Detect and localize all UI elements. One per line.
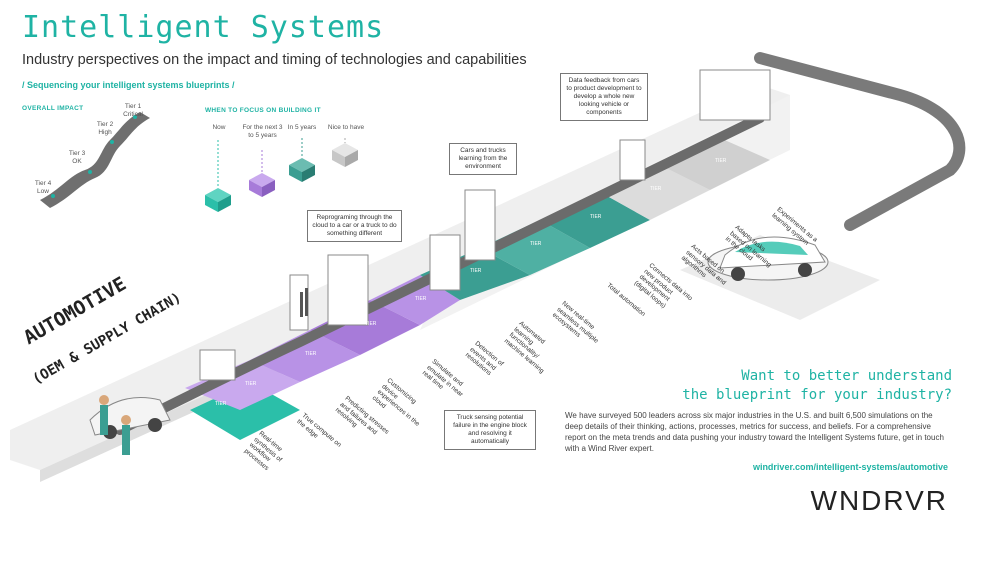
tile-gray-2: [660, 138, 770, 190]
tier-ribbon: [40, 112, 150, 208]
tile-tier-label: TIER: [650, 186, 662, 192]
tile-tier-label: TIER: [530, 241, 542, 247]
tile-gray-1: [600, 165, 710, 220]
tile-tier-label: TIER: [715, 158, 727, 164]
tile-teal-3: [540, 192, 650, 248]
cta-link[interactable]: windriver.com/intelligent-systems/automo…: [752, 462, 948, 472]
people-icon: [99, 395, 131, 455]
tile-now-1: [190, 382, 300, 440]
tile-tier-label: TIER: [365, 321, 377, 327]
callout-learning: Cars and trucks learning from the enviro…: [449, 143, 517, 175]
cta-body: We have surveyed 500 leaders across six …: [565, 411, 944, 453]
focus-now-label: Now: [212, 124, 226, 131]
tile-tier-label: TIER: [245, 381, 257, 387]
focus-legend-cubes: [205, 138, 358, 212]
focus-3to5-label: For the next 3 to 5 years: [242, 124, 283, 139]
focus-nice-label: Nice to have: [327, 124, 365, 131]
start-car-icon: [89, 397, 171, 439]
sequencing-label: / Sequencing your intelligent systems bl…: [22, 80, 235, 90]
tile-tier-label: TIER: [215, 401, 227, 407]
overall-impact-header: OVERALL IMPACT: [22, 105, 84, 112]
tile-purple-3: [310, 300, 420, 355]
tile-tier-label: TIER: [590, 214, 602, 220]
focus-header: WHEN TO FOCUS ON BUILDING IT: [205, 107, 321, 114]
tile-tier-label: TIER: [415, 296, 427, 302]
tile-teal-2: [480, 220, 590, 275]
focus-5years-label: In 5 years: [287, 124, 317, 131]
page-subtitle: Industry perspectives on the impact and …: [22, 52, 527, 68]
callout-data-feedback: Data feedback from cars to product devel…: [560, 73, 648, 121]
tile-tier-label: TIER: [470, 268, 482, 274]
tile-purple-2: [250, 330, 360, 382]
callout-reprogramming: Reprograming through the cloud to a car …: [307, 210, 402, 242]
brand-logo: WNDRVR: [810, 485, 948, 516]
tile-tier-label: TIER: [305, 351, 317, 357]
cta-heading-line1: Want to better understand: [741, 368, 952, 384]
callout-truck-sensing: Truck sensing potential failure in the e…: [444, 410, 536, 450]
car-icon: [707, 236, 829, 281]
tile-purple-1: [185, 360, 300, 410]
cta-heading-line2: the blueprint for your industry?: [682, 387, 952, 403]
page-title: Intelligent Systems: [22, 10, 385, 45]
